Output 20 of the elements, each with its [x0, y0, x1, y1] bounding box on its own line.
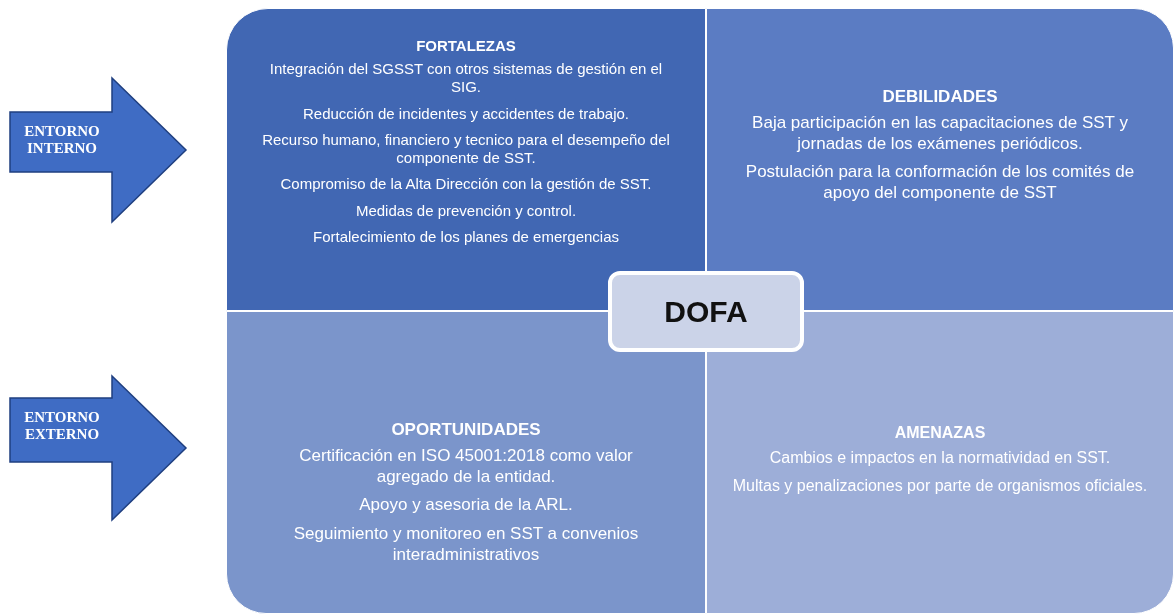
opportunities-heading: OPORTUNIDADES: [391, 420, 541, 440]
list-item: Certificación en ISO 45001:2018 como valor agregado de la entidad.: [298, 446, 634, 488]
arrow-label: ENTORNO INTERNO: [23, 123, 101, 158]
list-item: Multas y penalizaciones por parte de organismos oficiales.: [732, 475, 1148, 496]
weaknesses-heading: DEBILIDADES: [882, 87, 998, 107]
threats-heading: AMENAZAS: [894, 424, 986, 442]
list-item: Recurso humano, financiero y tecnico para el desempeño del componente de SST.: [261, 130, 671, 168]
list-item: Fortalecimiento de los planes de emergencias: [313, 228, 619, 247]
list-item: Integración del SGSST con otros sistemas de gestión en el SIG.: [268, 60, 664, 97]
list-item: Compromiso de la Alta Dirección con la gestión de SST.: [280, 175, 652, 194]
center-label-box: DOFA: [608, 271, 804, 352]
list-item: Postulación para la conformación de los comités de apoyo del componente de SST: [744, 162, 1136, 204]
list-item: Baja participación en las capacitaciones de SST y jornadas de los exámenes periódicos.: [751, 113, 1129, 155]
list-item: Apoyo y asesoria de la ARL.: [359, 495, 573, 517]
list-item: Medidas de prevención y control.: [355, 201, 577, 221]
list-item: Cambios e impactos en la normatividad en SST.: [769, 448, 1111, 468]
list-item: Seguimiento y monitoreo en SST a convenios interadministrativos: [292, 524, 640, 566]
arrow-label: ENTORNO EXTERNO: [23, 409, 101, 444]
list-item: Reducción de incidentes y accidentes de trabajo.: [302, 104, 629, 123]
strengths-heading: FORTALEZAS: [416, 37, 516, 54]
